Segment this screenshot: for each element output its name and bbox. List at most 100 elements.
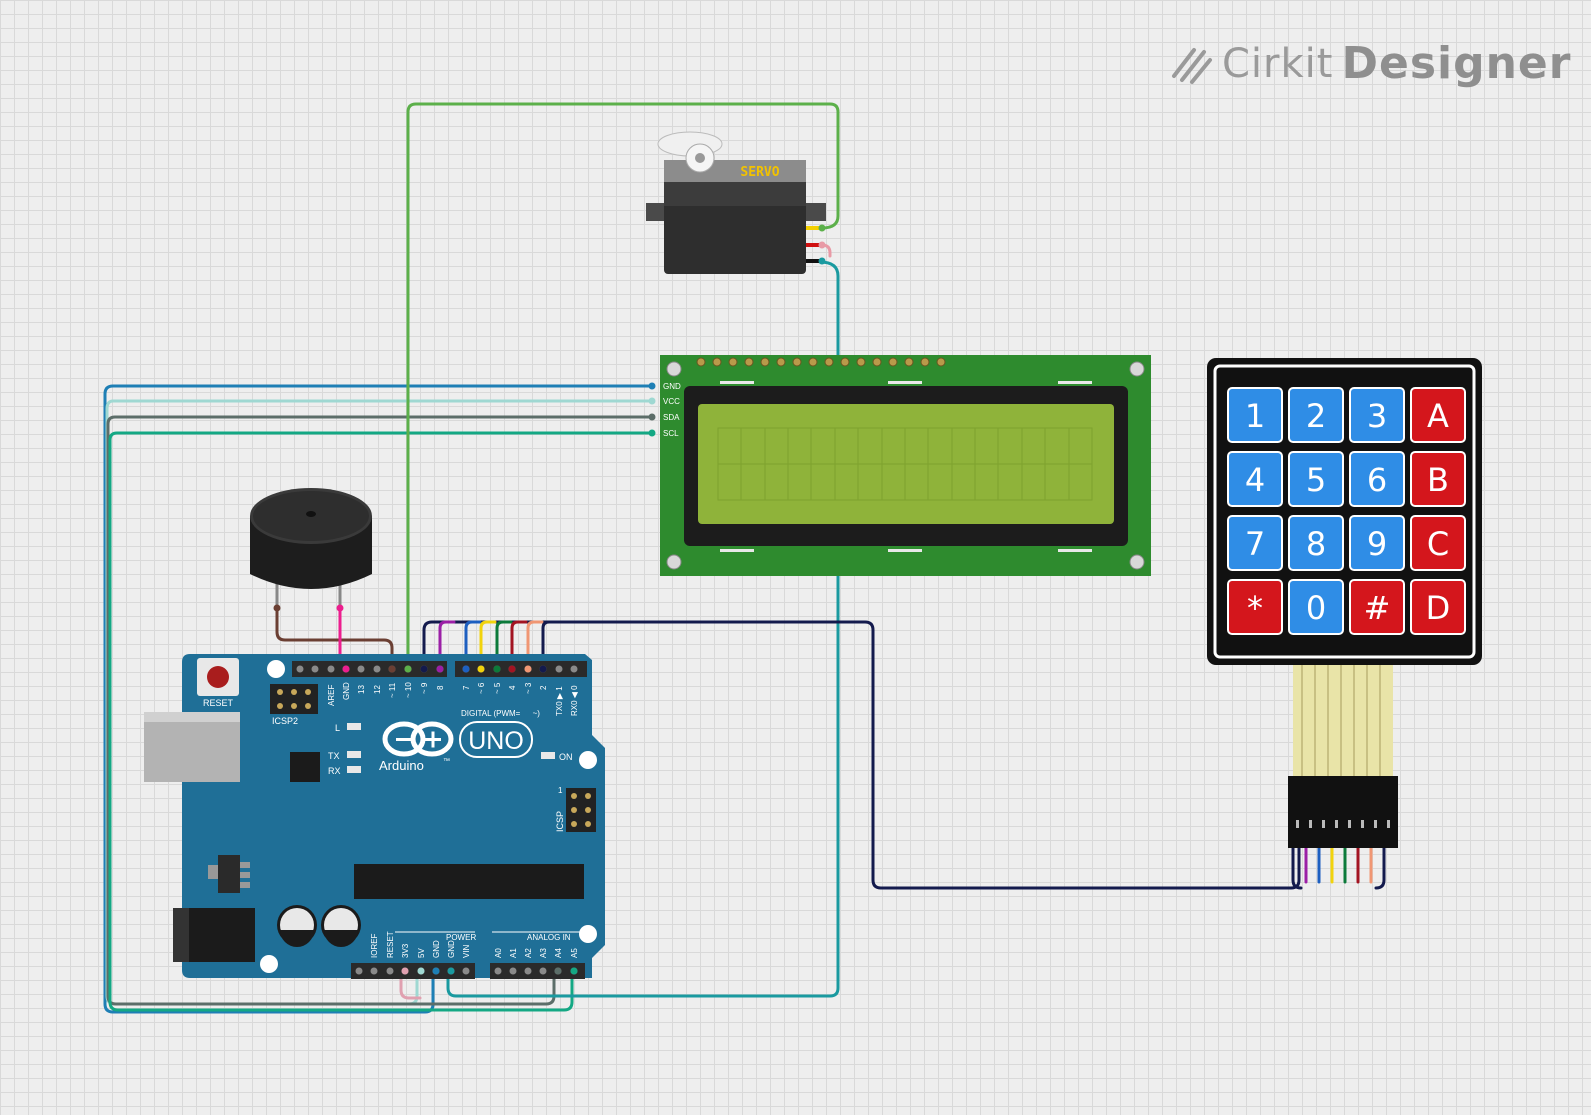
pin-label-aref: AREF (327, 685, 336, 706)
analog-section-label: ANALOG IN (527, 933, 571, 942)
keypad-key-7[interactable] (1410, 451, 1466, 507)
keypad-key-13[interactable] (1288, 579, 1344, 635)
keypad-key-8[interactable] (1227, 515, 1283, 571)
keypad-key-4[interactable] (1227, 451, 1283, 507)
keypad-key-label: 6 (1367, 461, 1387, 499)
keypad-key-5[interactable] (1288, 451, 1344, 507)
trademark-label: ™ (443, 758, 450, 765)
pin-label-6: ~ 6 (477, 682, 486, 694)
wire-kp-7[interactable] (526, 620, 544, 670)
keypad-key-label: 9 (1367, 525, 1387, 563)
keypad-key-9[interactable] (1288, 515, 1344, 571)
keypad-key-label: 8 (1306, 525, 1326, 563)
piezo-buzzer[interactable] (250, 488, 372, 612)
digital-header-a (292, 661, 447, 677)
cirkit-designer-logo: Cirkit Designer (1170, 38, 1571, 89)
lcd-header-pins (696, 357, 946, 367)
pin-label-3: ~ 3 (524, 682, 533, 694)
pin-label-gnd: GND (342, 682, 351, 700)
cirkit-logo-icon (1172, 47, 1212, 84)
pin-label-13: 13 (357, 685, 366, 694)
analog-header (490, 963, 585, 979)
wire-kp-5[interactable] (495, 620, 513, 670)
pin-label-9: ~ 9 (420, 682, 429, 694)
pin-label-a2: A2 (524, 948, 533, 958)
led-rx-label: RX (328, 766, 341, 776)
keypad-key-label: B (1427, 461, 1449, 499)
wire-kp-3[interactable] (464, 620, 482, 670)
pin-label-gnd-2: GND (447, 940, 456, 958)
pin-label-2: 2 (539, 685, 548, 690)
pin-label-5: ~ 5 (493, 682, 502, 694)
wire-5v-pink[interactable] (399, 970, 422, 1000)
lcd-pin-scl: SCL (663, 429, 679, 438)
keypad-key-label: 4 (1245, 461, 1265, 499)
pin-label-8: 8 (436, 685, 445, 690)
uno-label: UNO (468, 727, 524, 755)
arduino-logo (382, 721, 454, 757)
pin-label-a1: A1 (509, 948, 518, 958)
wire-kp-6[interactable] (510, 620, 528, 670)
atmega-chip (354, 864, 584, 899)
icsp-pin1-label: 1 (558, 786, 563, 795)
led-on-label: ON (559, 752, 573, 762)
keypad-key-3[interactable] (1410, 387, 1466, 443)
keypad-key-15[interactable] (1410, 579, 1466, 635)
usb-port (144, 712, 240, 782)
keypad-key-label: # (1364, 589, 1391, 627)
icsp-label: ICSP (555, 811, 565, 832)
lcd-display[interactable]: GND VCC SDA SCL (648, 355, 1152, 576)
digital-header-b (455, 661, 587, 677)
keypad-key-14[interactable] (1349, 579, 1405, 635)
wire-lcd-scl[interactable] (108, 431, 654, 1012)
lcd-character-grid (717, 427, 1093, 501)
wire-kp-4[interactable] (479, 620, 497, 670)
servo-motor[interactable]: SERVO (646, 131, 826, 274)
logo-word-designer: Designer (1341, 38, 1572, 89)
keypad-key-label: C (1427, 525, 1449, 563)
pin-label-a0: A0 (494, 948, 503, 958)
keypad-key-2[interactable] (1349, 387, 1405, 443)
pin-label-0: RX0 ◀ 0 (570, 685, 579, 716)
keypad-key-label: D (1426, 589, 1451, 627)
keypad-connector (1288, 776, 1398, 848)
pin-label-a3: A3 (539, 948, 548, 958)
led-l-label: L (335, 723, 340, 733)
wire-kp-2[interactable] (438, 620, 456, 670)
keypad-key-6[interactable] (1349, 451, 1405, 507)
keypad-key-label: 5 (1306, 461, 1326, 499)
lcd-i2c-pins: GND VCC SDA SCL (648, 382, 681, 438)
pin-label-ioref: IOREF (370, 933, 379, 958)
keypad-key-0[interactable] (1227, 387, 1283, 443)
wire-kp-8[interactable] (541, 620, 559, 670)
wire-servo-signal[interactable] (406, 102, 840, 670)
lcd-pin-gnd: GND (663, 382, 681, 391)
wires (103, 102, 1386, 1014)
logo-word-cirkit: Cirkit (1222, 40, 1334, 87)
power-header (351, 963, 475, 979)
keypad-key-label: 0 (1306, 589, 1326, 627)
keypad-key-1[interactable] (1288, 387, 1344, 443)
wire-servo-gnd[interactable] (446, 260, 840, 998)
keypad-key-11[interactable] (1410, 515, 1466, 571)
pin-label-12: 12 (373, 685, 382, 694)
pin-label-10: ~ 10 (404, 682, 413, 698)
reset-label: RESET (203, 698, 234, 708)
keypad-key-10[interactable] (1349, 515, 1405, 571)
pin-label-3v3: 3V3 (401, 943, 410, 958)
pin-label-1: TX0 ▶ 1 (555, 686, 564, 716)
pin-label-7: 7 (462, 685, 471, 690)
pin-label-4: 4 (508, 685, 517, 690)
wire-buzzer-neg[interactable] (275, 606, 394, 670)
keypad-key-label: 3 (1367, 397, 1387, 435)
pin-label-11: ~ 11 (388, 682, 397, 698)
keypad-key-label: 2 (1306, 397, 1326, 435)
led-tx-label: TX (328, 751, 340, 761)
keypad-key-label: A (1427, 397, 1449, 435)
pin-label-vin: VIN (462, 944, 471, 958)
arduino-uno-board[interactable]: RESET ICSP2 UNO Arduino ™ L TX RX (144, 654, 605, 979)
power-section-label: POWER (446, 933, 476, 942)
keypad-key-12[interactable] (1227, 579, 1283, 635)
